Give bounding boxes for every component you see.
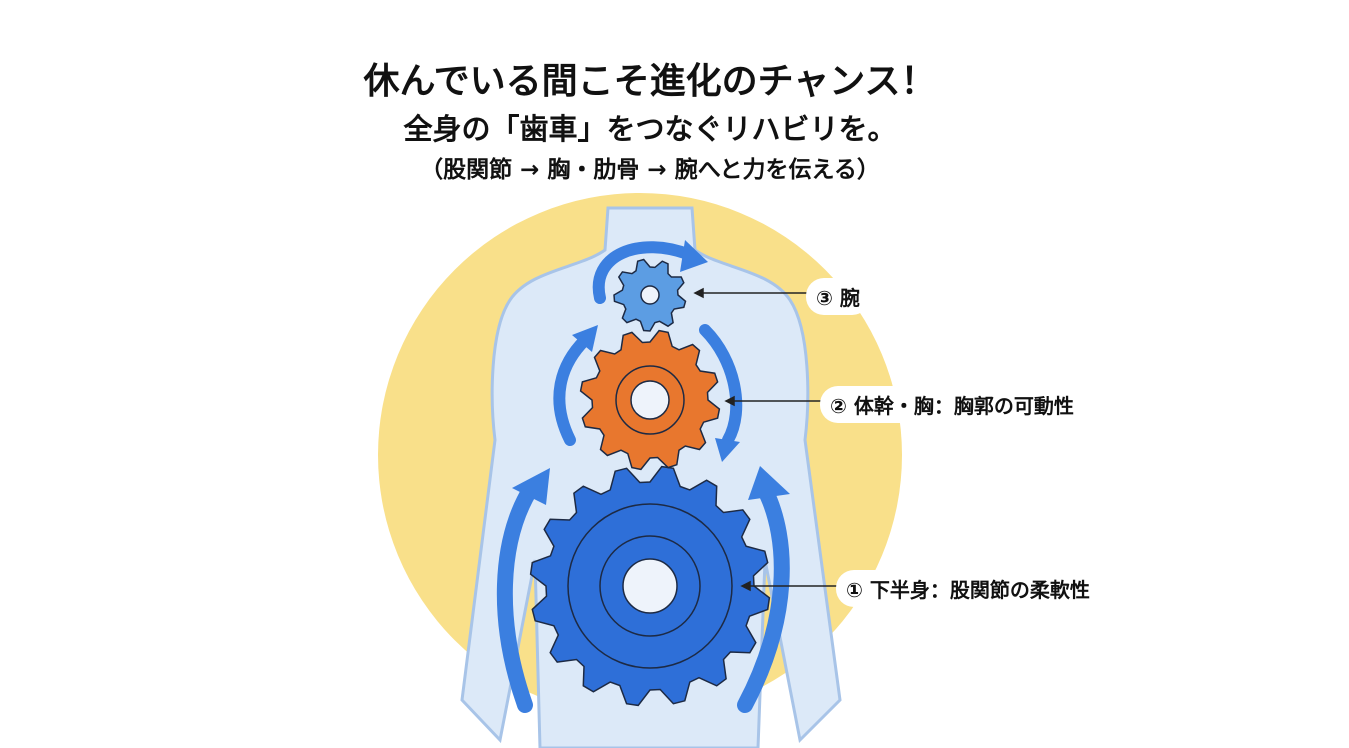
rotation-arrow-right — [737, 482, 790, 713]
gear-big-ring — [599, 535, 701, 637]
title-sub: 全身の「歯車」をつなぐリハビリを。 — [403, 112, 897, 146]
gear-mid-ring — [615, 365, 685, 435]
label-lower: ① 下半身：股関節の柔軟性 — [836, 570, 1100, 607]
rotation-arrow-top — [592, 241, 696, 304]
label-arm: ③ 腕 — [806, 278, 870, 315]
arrow-head — [715, 438, 740, 462]
rotation-arrow-left — [496, 482, 538, 713]
gear-mid-hole — [630, 380, 670, 420]
title-note: （股関節 → 胸・肋骨 → 腕へと力を伝える） — [420, 157, 880, 183]
arrow-head — [748, 466, 790, 500]
arrow-head — [572, 325, 598, 352]
arrow-head — [680, 240, 708, 272]
gear-big-hole — [622, 558, 678, 614]
label-trunk: ② 体幹・胸：胸郭の可動性 — [820, 386, 1084, 423]
title-main: 休んでいる間こそ進化のチャンス！ — [363, 61, 937, 102]
arrow-head — [512, 468, 550, 505]
rotation-arrow-mid-right — [699, 324, 743, 446]
gear-small-hole — [640, 285, 660, 305]
rotation-arrow-mid-left — [553, 334, 591, 446]
gear-big-ring — [567, 503, 733, 669]
